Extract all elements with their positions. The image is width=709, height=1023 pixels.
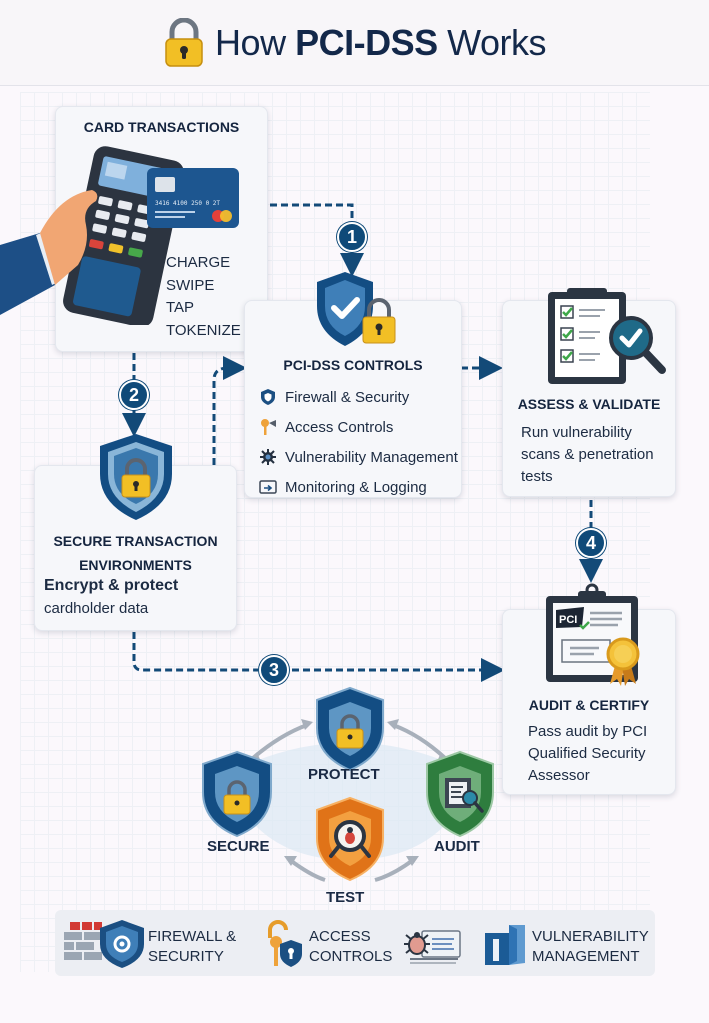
transaction-methods-list: CHARGE SWIPE TAP TOKENIZE (166, 252, 241, 342)
monitor-icon (259, 480, 277, 494)
svg-text:PCI: PCI (559, 614, 577, 626)
pci-controls-heading: PCI-DSS CONTROLS (283, 357, 423, 373)
legend-firewall-label: FIREWALL & SECURITY (148, 928, 237, 965)
audit-description: Pass audit by PCI Qualified Security Ass… (528, 723, 648, 784)
cycle-arrow-test-audit (374, 858, 415, 882)
gear-bug-icon (260, 449, 276, 465)
assess-description: Run vulnerability scans & penetration te… (521, 424, 654, 485)
connector-secure-to-step3 (132, 632, 258, 672)
method-swipe: SWIPE (166, 276, 215, 294)
control-item-firewall: Firewall & Security (259, 382, 458, 412)
key-icon (261, 419, 276, 435)
cycle-label-test: TEST (326, 889, 365, 906)
security-cycle-diagram (202, 686, 494, 882)
secure-env-heading: SECURE TRANSACTION ENVIRONMENTS (53, 533, 218, 573)
svg-text:3416 4100 250 0 2T: 3416 4100 250 0 2T (155, 200, 220, 207)
control-item-monitoring: Monitoring & Logging (259, 472, 458, 502)
audit-heading: AUDIT & CERTIFY (528, 697, 650, 713)
audit-shield-icon (426, 750, 494, 838)
control-item-vulnerability: Vulnerability Management (259, 442, 458, 472)
step-badge-4: 4 (576, 528, 606, 558)
pos-terminal-illustration: 3416 4100 250 0 2T (0, 146, 239, 325)
assess-heading: ASSESS & VALIDATE (517, 396, 661, 412)
method-charge: CHARGE (166, 254, 231, 271)
cycle-arrow-secure-test (288, 858, 326, 882)
padlock-icon (165, 17, 203, 67)
cycle-label-audit: AUDIT (434, 838, 480, 855)
page-title: How PCI-DSS Works (215, 21, 546, 63)
key-lock-icon (268, 920, 302, 967)
shield-icon (261, 389, 275, 405)
card-transactions-heading: CARD TRANSACTIONS (83, 119, 240, 135)
sleeve-icon (0, 233, 55, 315)
protect-shield-icon (316, 686, 384, 772)
vulnerability-panel-icon (485, 925, 525, 965)
method-tokenize: TOKENIZE (166, 321, 241, 339)
cycle-label-secure: SECURE (207, 838, 270, 855)
test-shield-icon (316, 796, 384, 882)
legend-bar (55, 910, 655, 976)
legend-access-label: ACCESS CONTROLS (309, 928, 393, 965)
step-badge-3: 3 (259, 655, 289, 685)
controls-list: Firewall & Security Access Controls Vuln… (259, 382, 458, 502)
secure-env-description: Encrypt & protect cardholder data (44, 577, 179, 617)
certificate-clipboard-icon: PCI (546, 583, 640, 686)
step-badge-1: 1 (337, 222, 367, 252)
connector-secure-to-controls (212, 356, 247, 465)
hand-icon (40, 190, 98, 285)
bug-document-icon (404, 930, 461, 964)
firewall-shield-icon (64, 920, 144, 968)
step-badge-2: 2 (119, 380, 149, 410)
method-tap: TAP (166, 299, 195, 316)
credit-card-icon: 3416 4100 250 0 2T (147, 168, 239, 228)
control-item-access: Access Controls (259, 412, 458, 442)
cycle-label-protect: PROTECT (308, 766, 380, 783)
legend-vulnerability-label: VULNERABILITY MANAGEMENT (532, 928, 649, 965)
title-bar: How PCI-DSS Works (0, 0, 709, 86)
shield-lock-icon (100, 434, 172, 520)
connector-card-to-step1 (248, 203, 354, 222)
shield-check-lock-icon (317, 272, 396, 346)
audit-certify-panel: AUDIT & CERTIFY Pass audit by PCI Qualif… (502, 609, 676, 795)
secure-shield-icon (202, 750, 272, 838)
clipboard-magnifier-icon (548, 288, 666, 384)
